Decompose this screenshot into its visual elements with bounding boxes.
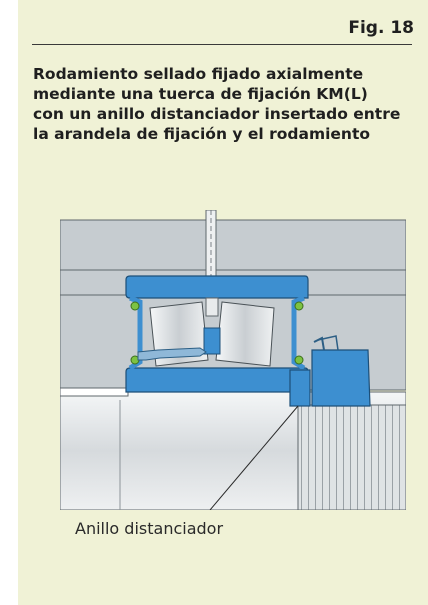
header-rule [32, 44, 412, 45]
seal-right [291, 295, 306, 371]
spacer-ring [289, 369, 311, 407]
lock-nut [311, 349, 371, 407]
lock-washer [137, 347, 207, 361]
callout-leader [209, 405, 299, 510]
roller-right [215, 301, 275, 367]
bearing-outer-ring [125, 275, 309, 299]
bearing-cross-section-illustration [60, 210, 406, 510]
figure-label: Fig. 18 [348, 18, 414, 38]
callout-label: Anillo distanciador [75, 519, 224, 538]
bearing-inner-ring [125, 367, 309, 393]
seal-left [128, 295, 143, 371]
figure-caption: Rodamiento sellado fijado axialmente med… [33, 65, 401, 143]
thread-section [297, 404, 406, 510]
